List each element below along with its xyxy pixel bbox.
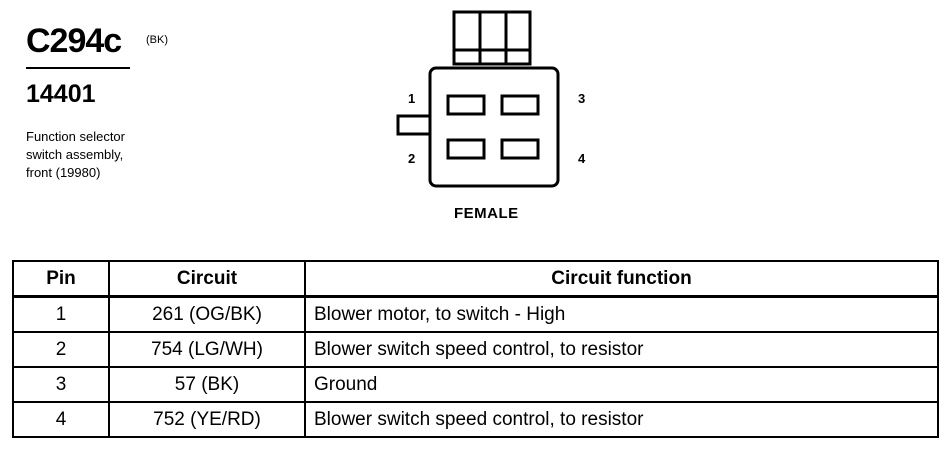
pin-label-1: 1 (408, 91, 415, 106)
cell-pin: 4 (12, 401, 110, 438)
pin-label-4: 4 (578, 151, 586, 166)
cell-circuit: 57 (BK) (108, 366, 306, 403)
header-circuit-function: Circuit function (304, 260, 939, 298)
description-line: Function selector (26, 129, 125, 144)
locking-tab (396, 114, 432, 136)
connector-color: (BK) (146, 34, 168, 46)
connector-body (428, 66, 560, 188)
table-row: 1 261 (OG/BK) Blower motor, to switch - … (12, 295, 939, 333)
header-pin: Pin (12, 260, 110, 298)
cell-circuit: 754 (LG/WH) (108, 331, 306, 368)
cell-function: Blower switch speed control, to resistor (304, 401, 939, 438)
table-row: 3 57 (BK) Ground (12, 366, 939, 403)
description-line: front (19980) (26, 165, 101, 180)
cell-circuit: 752 (YE/RD) (108, 401, 306, 438)
pin-cavity-4 (500, 138, 540, 160)
cell-pin: 3 (12, 366, 110, 403)
connector-gender-label: FEMALE (454, 205, 519, 222)
pin-label-3: 3 (578, 91, 585, 106)
header-circuit: Circuit (108, 260, 306, 298)
cell-function: Ground (304, 366, 939, 403)
cell-pin: 1 (12, 295, 110, 333)
pin-label-2: 2 (408, 151, 415, 166)
table-row: 2 754 (LG/WH) Blower switch speed contro… (12, 331, 939, 368)
cell-pin: 2 (12, 331, 110, 368)
table-row: 4 752 (YE/RD) Blower switch speed contro… (12, 401, 939, 438)
wire-harness (452, 10, 532, 66)
connector-code: C294c (26, 22, 122, 60)
table-header-row: Pin Circuit Circuit function (12, 260, 939, 298)
description-line: switch assembly, (26, 147, 124, 162)
connector-diagram: 1 2 3 4 (396, 10, 586, 188)
pin-cavity-3 (500, 94, 540, 116)
pin-cavity-1 (446, 94, 486, 116)
description: Function selector switch assembly, front… (26, 128, 125, 182)
cell-function: Blower switch speed control, to resistor (304, 331, 939, 368)
cell-circuit: 261 (OG/BK) (108, 295, 306, 333)
pin-table: Pin Circuit Circuit function 1 261 (OG/B… (12, 260, 939, 438)
cell-function: Blower motor, to switch - High (304, 295, 939, 333)
title-rule (26, 67, 130, 69)
part-number: 14401 (26, 80, 96, 108)
pin-cavity-2 (446, 138, 486, 160)
